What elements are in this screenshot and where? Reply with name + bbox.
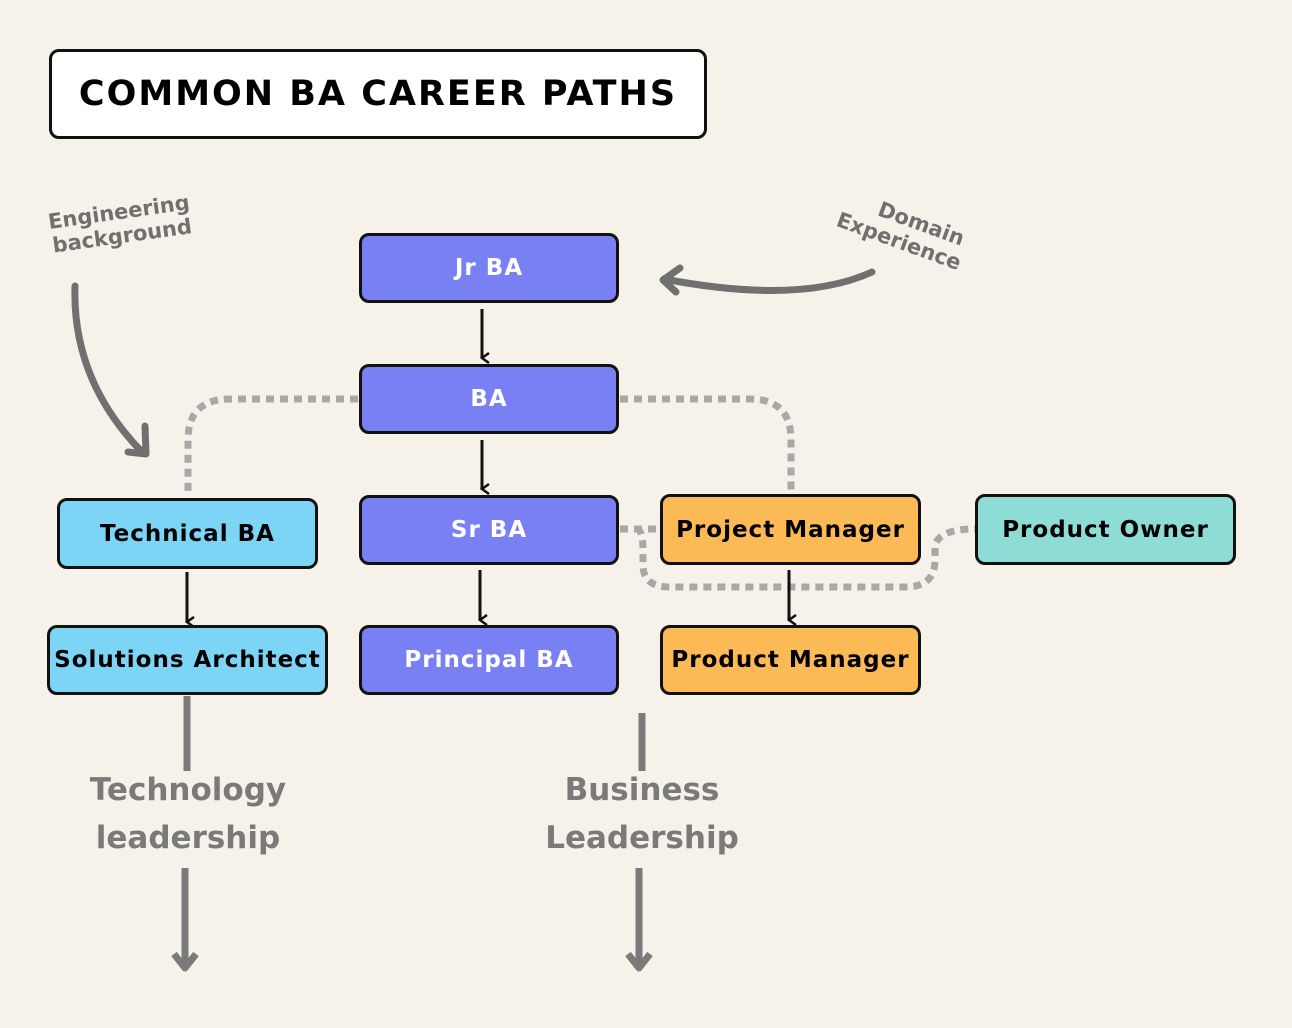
node-ba: BA bbox=[359, 364, 619, 434]
node-product-owner: Product Owner bbox=[975, 494, 1236, 565]
node-label: Product Owner bbox=[1002, 516, 1209, 543]
dotted-ba-to-project-manager bbox=[620, 395, 795, 492]
node-jr-ba: Jr BA bbox=[359, 233, 619, 303]
domain-arrowhead-icon bbox=[659, 264, 684, 296]
node-label: Project Manager bbox=[676, 516, 905, 543]
node-label: Principal BA bbox=[404, 647, 574, 673]
node-solutions-architect: Solutions Architect bbox=[47, 625, 328, 695]
node-principal-ba: Principal BA bbox=[359, 625, 619, 695]
node-label: Technical BA bbox=[100, 520, 275, 547]
business-leadership-arrowhead-icon bbox=[625, 951, 653, 972]
leadership-line: leadership bbox=[95, 820, 281, 856]
node-project-manager: Project Manager bbox=[660, 494, 921, 565]
dotted-sr-ba-to-product-owner bbox=[635, 525, 976, 591]
node-label: Solutions Architect bbox=[54, 647, 321, 673]
node-label: Product Manager bbox=[671, 647, 910, 673]
node-sr-ba: Sr BA bbox=[359, 495, 619, 565]
dotted-ba-to-technical-ba bbox=[184, 395, 358, 496]
title-box: COMMON BA CAREER PATHS bbox=[49, 49, 707, 139]
node-product-manager: Product Manager bbox=[660, 625, 921, 695]
engineering-arrow bbox=[71, 282, 146, 456]
technology-leadership-label: Technology leadership bbox=[68, 766, 308, 862]
node-technical-ba: Technical BA bbox=[57, 498, 318, 569]
domain-arrow bbox=[660, 268, 876, 294]
page-title: COMMON BA CAREER PATHS bbox=[78, 74, 678, 114]
technology-leadership-arrowhead-icon bbox=[171, 951, 199, 972]
node-label: Jr BA bbox=[454, 255, 524, 281]
business-leadership-label: Business Leadership bbox=[522, 766, 762, 862]
engineering-arrowhead-icon bbox=[124, 422, 150, 458]
leadership-line: Technology bbox=[89, 772, 287, 808]
node-label: Sr BA bbox=[450, 517, 528, 543]
node-label: BA bbox=[470, 386, 508, 412]
leadership-line: Leadership bbox=[545, 820, 739, 856]
leadership-line: Business bbox=[564, 772, 720, 808]
